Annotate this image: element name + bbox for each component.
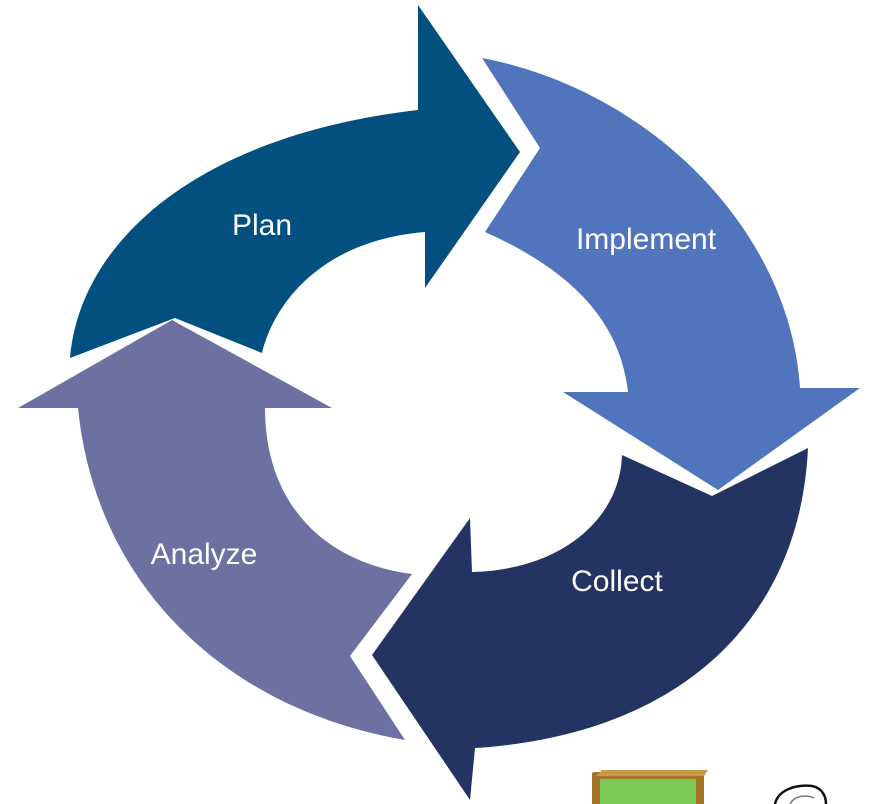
plan-label: Plan (232, 209, 292, 242)
collect-label: Collect (571, 565, 663, 598)
analyze-segment: Analyze (18, 320, 412, 740)
plan-segment: Plan (70, 5, 520, 358)
plan-arrow (70, 5, 520, 358)
collect-segment: Collect (372, 448, 808, 800)
implement-segment: Implement (482, 58, 860, 490)
board-shadow (596, 770, 708, 776)
figure-illustration (773, 784, 828, 804)
figure-head-outline (773, 784, 828, 804)
collect-arrow (372, 448, 808, 800)
analyze-arrow (18, 320, 412, 740)
board-surface (600, 779, 696, 804)
implement-label: Implement (576, 223, 717, 256)
analyze-label: Analyze (151, 538, 258, 571)
board-illustration (592, 770, 708, 804)
figure-head-inner (789, 795, 815, 804)
implement-arrow (482, 58, 860, 490)
